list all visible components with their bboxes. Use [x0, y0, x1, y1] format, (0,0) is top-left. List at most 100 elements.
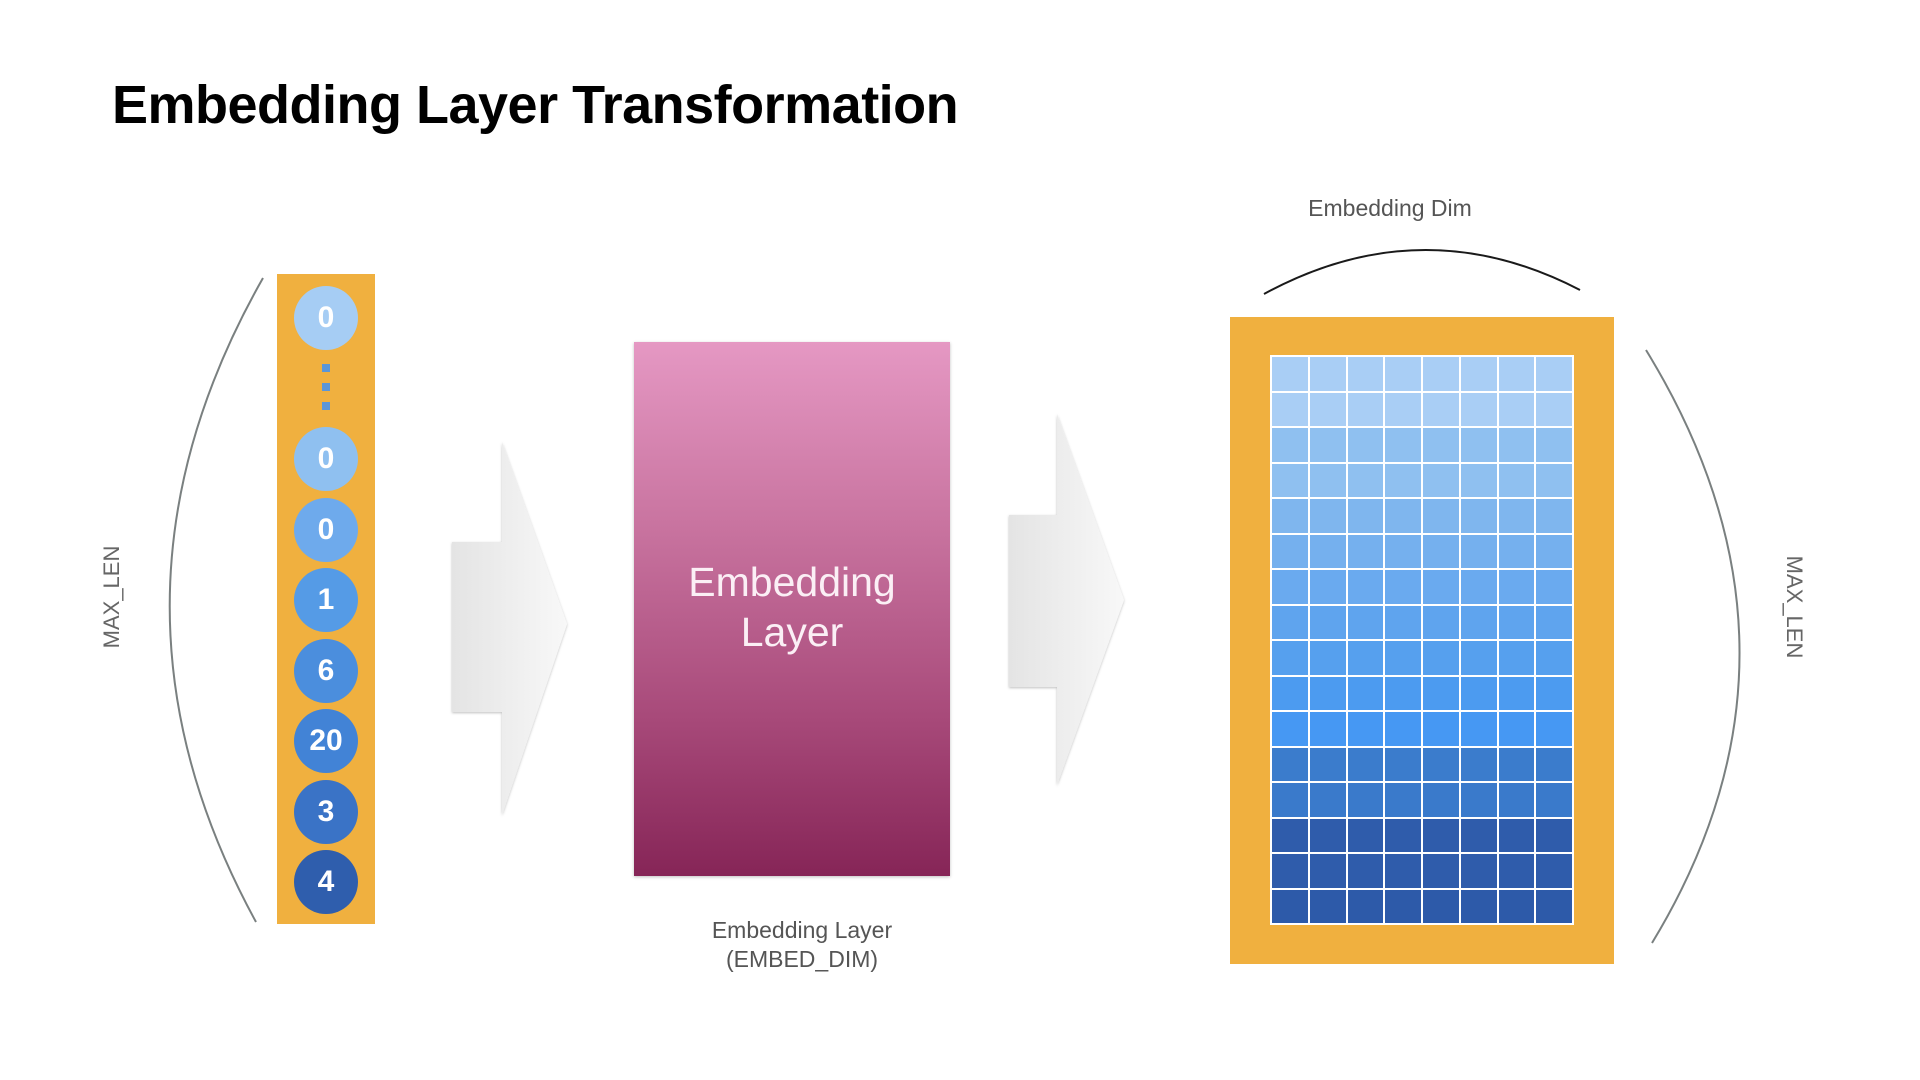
matrix-cell: [1272, 392, 1308, 426]
matrix-cell: [1272, 783, 1308, 817]
matrix-cell: [1309, 428, 1346, 462]
matrix-cell: [1385, 783, 1421, 817]
matrix-cell: [1498, 712, 1535, 746]
token-sequence: 0 0 0 1 6 20 3 4: [277, 274, 375, 924]
matrix-cell: [1536, 570, 1572, 604]
matrix-cell: [1460, 428, 1497, 462]
matrix-cell: [1536, 854, 1572, 888]
matrix-cell: [1309, 499, 1346, 533]
matrix-cell: [1536, 499, 1572, 533]
matrix-cell: [1347, 747, 1384, 781]
matrix-cell: [1498, 605, 1535, 639]
matrix-cell: [1498, 889, 1535, 923]
matrix-cell: [1309, 889, 1346, 923]
matrix-cell: [1309, 605, 1346, 639]
matrix-cell: [1272, 534, 1308, 568]
matrix-cell: [1536, 463, 1572, 497]
matrix-cell: [1536, 605, 1572, 639]
ellipsis-icon: [318, 364, 334, 410]
matrix-cell: [1423, 463, 1459, 497]
matrix-cell: [1309, 854, 1346, 888]
matrix-cell: [1309, 357, 1346, 391]
matrix-cell: [1347, 712, 1384, 746]
matrix-cell: [1385, 854, 1421, 888]
matrix-cell: [1423, 570, 1459, 604]
matrix-cell: [1385, 712, 1421, 746]
matrix-cell: [1385, 428, 1421, 462]
matrix-cell: [1423, 889, 1459, 923]
matrix-cell: [1347, 534, 1384, 568]
matrix-grid: [1270, 355, 1574, 925]
matrix-cell: [1385, 570, 1421, 604]
matrix-cell: [1423, 499, 1459, 533]
matrix-cell: [1423, 712, 1459, 746]
matrix-cell: [1347, 783, 1384, 817]
matrix-cell: [1536, 641, 1572, 675]
box-label-line1: Embedding: [688, 559, 896, 605]
matrix-cell: [1536, 534, 1572, 568]
matrix-cell: [1423, 854, 1459, 888]
matrix-cell: [1309, 534, 1346, 568]
matrix-cell: [1347, 570, 1384, 604]
matrix-cell: [1536, 712, 1572, 746]
matrix-cell: [1272, 605, 1308, 639]
embedding-dim-arc: [1263, 249, 1581, 295]
matrix-cell: [1460, 570, 1497, 604]
matrix-cell: [1460, 676, 1497, 710]
matrix-cell: [1385, 357, 1421, 391]
matrix-cell: [1385, 605, 1421, 639]
token: 4: [294, 850, 358, 914]
matrix-cell: [1272, 499, 1308, 533]
matrix-cell: [1498, 570, 1535, 604]
matrix-cell: [1385, 499, 1421, 533]
matrix-cell: [1498, 783, 1535, 817]
matrix-cell: [1423, 357, 1459, 391]
matrix-cell: [1347, 818, 1384, 852]
matrix-cell: [1309, 747, 1346, 781]
matrix-cell: [1385, 818, 1421, 852]
matrix-cell: [1536, 357, 1572, 391]
embedding-layer-caption: Embedding Layer (EMBED_DIM): [652, 916, 952, 974]
matrix-cell: [1460, 854, 1497, 888]
matrix-cell: [1272, 854, 1308, 888]
matrix-cell: [1460, 818, 1497, 852]
matrix-cell: [1498, 463, 1535, 497]
matrix-cell: [1272, 570, 1308, 604]
matrix-cell: [1347, 854, 1384, 888]
matrix-cell: [1498, 428, 1535, 462]
matrix-cell: [1498, 641, 1535, 675]
matrix-cell: [1460, 357, 1497, 391]
matrix-cell: [1309, 712, 1346, 746]
matrix-cell: [1347, 357, 1384, 391]
matrix-cell: [1385, 534, 1421, 568]
matrix-cell: [1309, 570, 1346, 604]
matrix-cell: [1460, 641, 1497, 675]
matrix-cell: [1347, 392, 1384, 426]
matrix-cell: [1272, 641, 1308, 675]
matrix-cell: [1272, 428, 1308, 462]
matrix-cell: [1498, 676, 1535, 710]
token: 0: [294, 286, 358, 350]
max-len-right-arc: [1645, 349, 1741, 944]
token: 6: [294, 639, 358, 703]
token: 0: [294, 427, 358, 491]
matrix-cell: [1460, 463, 1497, 497]
matrix-cell: [1272, 463, 1308, 497]
embedding-layer-box-label: Embedding Layer: [634, 557, 950, 657]
token: 1: [294, 568, 358, 632]
token: 3: [294, 780, 358, 844]
max-len-left-arc: [168, 277, 264, 923]
matrix-cell: [1498, 747, 1535, 781]
matrix-cell: [1460, 392, 1497, 426]
max-len-label-left: MAX_LEN: [99, 545, 124, 649]
token: 0: [294, 498, 358, 562]
matrix-cell: [1385, 392, 1421, 426]
matrix-cell: [1272, 712, 1308, 746]
matrix-cell: [1498, 818, 1535, 852]
matrix-cell: [1536, 747, 1572, 781]
matrix-cell: [1460, 712, 1497, 746]
matrix-cell: [1536, 818, 1572, 852]
matrix-cell: [1498, 499, 1535, 533]
box-label-line2: Layer: [740, 609, 844, 655]
matrix-cell: [1423, 641, 1459, 675]
